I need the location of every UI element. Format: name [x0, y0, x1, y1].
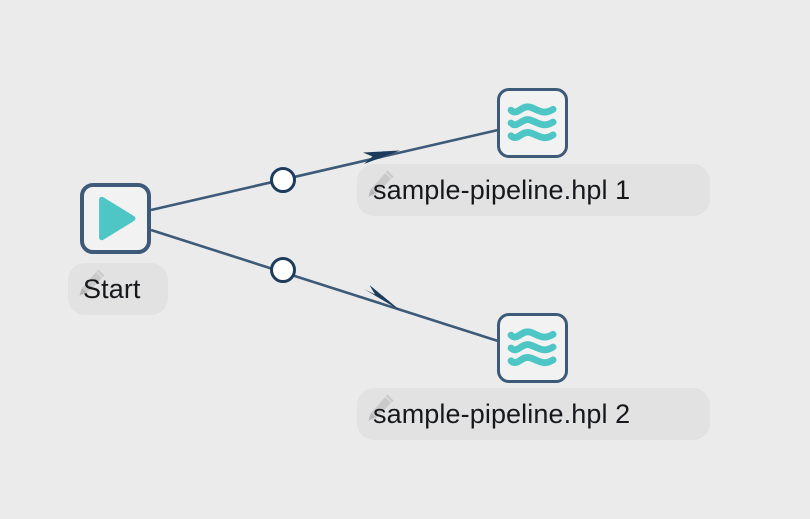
edge-arrowhead-1	[363, 150, 400, 164]
hop-circle-1[interactable]	[270, 167, 296, 193]
label-pill-start[interactable]: Start	[68, 263, 168, 315]
label-pill-pipeline-1[interactable]: sample-pipeline.hpl 1	[357, 164, 710, 216]
play-triangle-icon	[99, 196, 136, 241]
node-pipeline-1[interactable]	[497, 88, 568, 158]
hop-circle-2[interactable]	[270, 257, 296, 283]
edge-arrowhead-2	[364, 285, 401, 311]
node-label-pipeline-2: sample-pipeline.hpl 2	[373, 398, 631, 429]
pipeline-waves-icon	[507, 328, 557, 367]
pipeline-waves-icon	[507, 103, 557, 142]
edge-start-to-pipeline-2[interactable]	[150, 228, 499, 343]
node-pipeline-2[interactable]	[497, 313, 568, 383]
node-start[interactable]	[80, 183, 151, 254]
node-label-pipeline-1: sample-pipeline.hpl 1	[373, 174, 631, 205]
label-pill-pipeline-2[interactable]: sample-pipeline.hpl 2	[357, 388, 710, 440]
node-label-start: Start	[83, 273, 141, 304]
edge-start-to-pipeline-1[interactable]	[150, 128, 499, 212]
